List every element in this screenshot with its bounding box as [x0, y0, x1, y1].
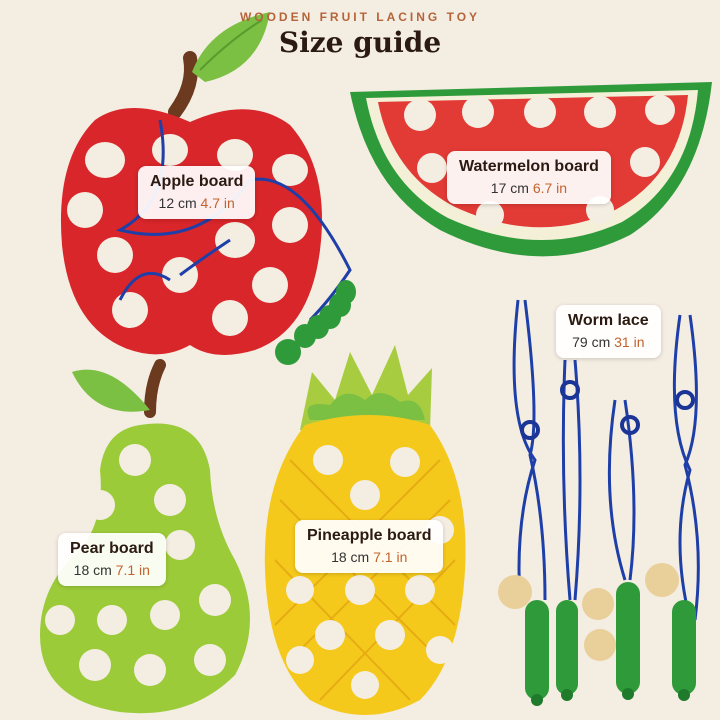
apple-worm [275, 280, 356, 365]
label-inch: 4.7 in [200, 195, 235, 211]
header: WOODEN FRUIT LACING TOY Size guide [0, 10, 720, 59]
apple-leaf [192, 12, 270, 82]
green-worm [525, 600, 549, 700]
label-inch: 7.1 in [373, 549, 408, 565]
worm-lace-label: Worm lace 79 cm 31 in [556, 305, 661, 358]
label-cm: 12 cm [158, 195, 197, 211]
watermelon-label: Watermelon board 17 cm 6.7 in [447, 151, 611, 204]
green-worm [672, 600, 696, 695]
label-name: Pear board [70, 540, 154, 557]
green-worm [616, 582, 640, 694]
apple-label: Apple board 12 cm 4.7 in [138, 166, 256, 219]
label-inch: 7.1 in [115, 562, 150, 578]
label-name: Watermelon board [459, 158, 599, 175]
label-cm: 18 cm [331, 549, 370, 565]
pear-leaf [72, 369, 150, 412]
label-name: Apple board [150, 173, 244, 190]
label-name: Pineapple board [307, 527, 432, 544]
label-inch: 31 in [614, 334, 645, 350]
wooden-bead [584, 629, 616, 661]
label-cm: 79 cm [572, 334, 611, 350]
wooden-bead [645, 563, 679, 597]
header-kicker: WOODEN FRUIT LACING TOY [239, 10, 481, 24]
pear-label: Pear board 18 cm 7.1 in [58, 533, 166, 586]
label-cm: 17 cm [490, 180, 529, 196]
label-inch: 6.7 in [532, 180, 568, 196]
pineapple-label: Pineapple board 18 cm 7.1 in [295, 520, 444, 573]
green-worm [556, 600, 578, 695]
worm-laces [498, 299, 700, 706]
label-cm: 18 cm [73, 562, 112, 578]
page-title: Size guide [278, 26, 442, 59]
label-name: Worm lace [568, 312, 649, 329]
wooden-bead [582, 588, 614, 620]
apple-board [60, 12, 356, 365]
wooden-bead [498, 575, 532, 609]
